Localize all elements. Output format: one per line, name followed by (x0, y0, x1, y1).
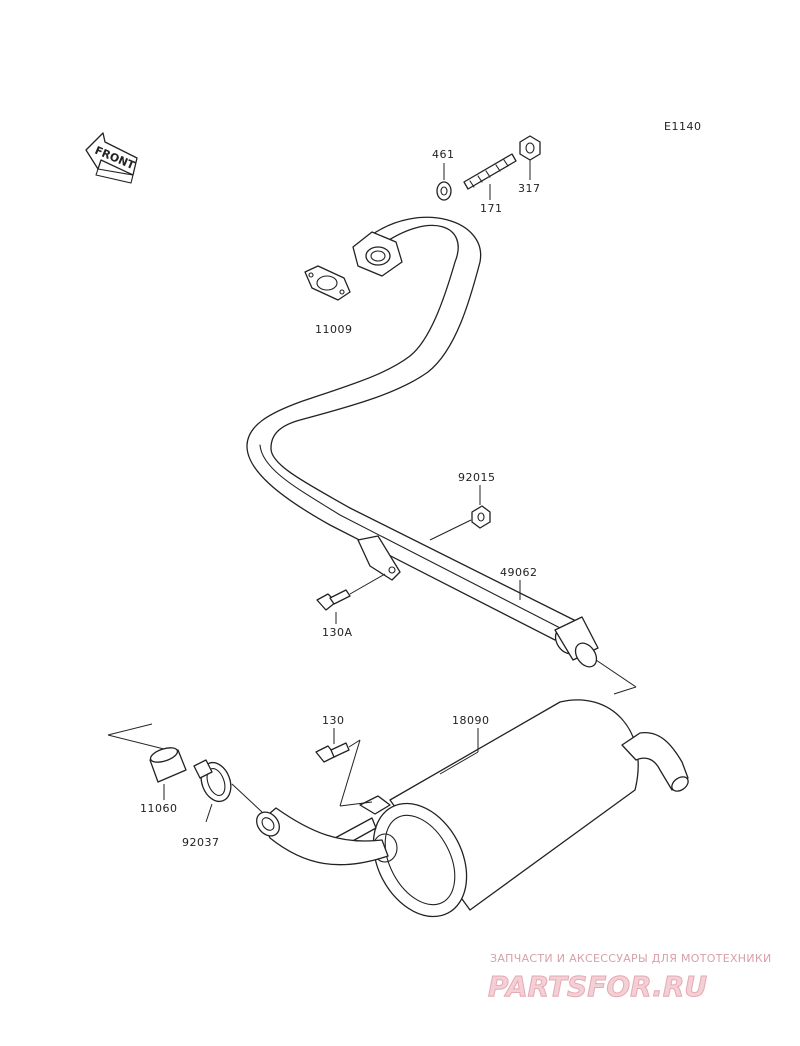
part-label-49062: 49062 (500, 566, 538, 579)
clamp-92037 (193, 759, 232, 803)
bolt-130 (315, 742, 350, 763)
part-label-317: 317 (518, 182, 541, 195)
part-label-130a: 130A (322, 626, 353, 639)
gasket-11009 (304, 265, 351, 301)
part-label-461: 461 (432, 148, 455, 161)
nut-317 (519, 135, 541, 161)
watermark-tagline: ЗАПЧАСТИ И АКСЕССУАРЫ ДЛЯ МОТОТЕХНИКИ (490, 952, 772, 965)
part-label-18090: 18090 (452, 714, 490, 727)
part-label-130: 130 (322, 714, 345, 727)
part-label-11060: 11060 (140, 802, 178, 815)
diagram-code: E1140 (664, 120, 701, 133)
washer-461 (436, 181, 452, 201)
stud-171 (463, 153, 517, 190)
exhaust-pipe (246, 216, 599, 668)
front-arrow-icon: FRONT (85, 132, 138, 184)
part-label-11009: 11009 (315, 323, 353, 336)
muffler (256, 699, 689, 918)
part-label-92037: 92037 (182, 836, 220, 849)
watermark-brand: PARTSFOR.RU (488, 970, 707, 1003)
sleeve-11060 (149, 747, 187, 783)
part-label-92015: 92015 (458, 471, 496, 484)
part-label-171: 171 (480, 202, 503, 215)
nut-92015 (471, 505, 491, 529)
watermark: ЗАПЧАСТИ И АКСЕССУАРЫ ДЛЯ МОТОТЕХНИКИ PA… (488, 952, 772, 1004)
bolt-130a (316, 589, 351, 611)
